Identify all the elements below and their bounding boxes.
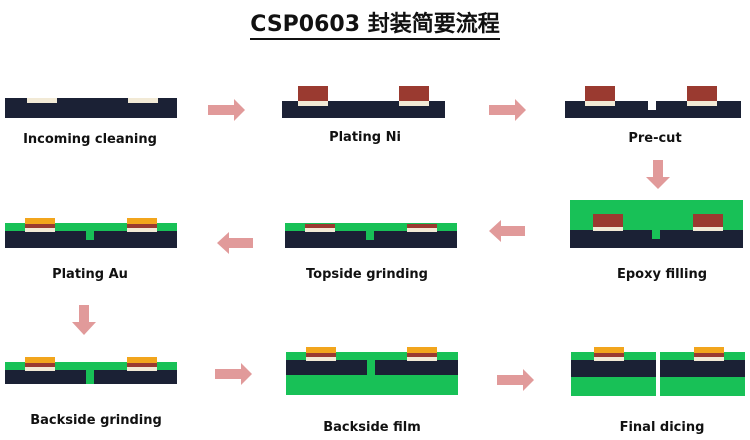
diagram-title-text: CSP0603 封装简要流程 xyxy=(250,12,500,40)
nickel-layer-right xyxy=(687,86,717,101)
gold-layer-left xyxy=(25,357,55,363)
arrow-right-icon xyxy=(208,99,245,121)
electrode-left xyxy=(25,228,55,232)
diagram-title: CSP0603 封装简要流程 xyxy=(0,6,750,40)
epoxy-thin-layer xyxy=(5,362,177,370)
epoxy-in-groove xyxy=(367,360,375,375)
electrode-right xyxy=(407,357,437,361)
electrode-right xyxy=(693,227,723,231)
diced-chip-right xyxy=(660,347,745,396)
step-label: Backside grinding xyxy=(30,413,162,428)
gold-layer-left xyxy=(25,218,55,224)
nickel-layer-right xyxy=(127,363,157,367)
step-pre-cut: Pre-cut xyxy=(565,86,741,146)
epoxy-in-groove xyxy=(652,230,660,239)
nickel-layer-right xyxy=(127,224,157,228)
electrode-left xyxy=(585,101,615,106)
gold-layer-right xyxy=(127,218,157,224)
epoxy-top-layer xyxy=(286,352,458,360)
gold-layer-left xyxy=(306,347,336,353)
arrow-right-icon xyxy=(215,363,252,385)
nickel-layer-left xyxy=(25,224,55,228)
step-incoming-cleaning: Incoming cleaning xyxy=(5,98,177,147)
arrow-right-icon xyxy=(497,369,534,391)
arrow-down-icon xyxy=(72,305,96,335)
arrow-left-icon xyxy=(217,232,253,254)
epoxy-thin-layer xyxy=(285,223,457,231)
electrode-right xyxy=(128,98,158,103)
nickel-layer-left xyxy=(585,86,615,101)
backside-film-layer xyxy=(571,377,656,396)
step-label: Topside grinding xyxy=(306,267,428,282)
nickel-layer-right xyxy=(407,224,437,228)
step-topside-grinding: Topside grinding xyxy=(285,223,457,282)
epoxy-in-groove xyxy=(86,231,94,240)
gold-layer xyxy=(694,347,724,353)
step-label: Final dicing xyxy=(620,420,705,435)
nickel-layer-left xyxy=(298,86,328,101)
electrode-left xyxy=(25,367,55,371)
electrode-right xyxy=(127,367,157,371)
step-plating-au: Plating Au xyxy=(5,218,177,282)
electrode-right xyxy=(399,101,429,106)
nickel-layer-right xyxy=(407,353,437,357)
step-backside-grinding: Backside grinding xyxy=(5,357,177,428)
epoxy-in-groove xyxy=(366,231,374,240)
electrode-left xyxy=(298,101,328,106)
nickel-layer-left xyxy=(305,224,335,228)
electrode-left xyxy=(27,98,57,103)
gold-layer-right xyxy=(127,357,157,363)
nickel-layer-right xyxy=(693,214,723,227)
backside-film-layer xyxy=(286,375,458,395)
step-plating-ni: Plating Ni xyxy=(282,86,445,145)
substrate xyxy=(660,360,745,377)
diced-chip-left xyxy=(571,347,656,396)
step-final-dicing: Final dicing xyxy=(571,347,745,435)
epoxy-thin-layer xyxy=(5,223,177,231)
electrode-left xyxy=(305,228,335,232)
gold-layer-right xyxy=(407,347,437,353)
step-label: Backside film xyxy=(323,420,421,435)
step-label: Plating Ni xyxy=(329,130,401,145)
arrow-left-icon xyxy=(489,220,525,242)
nickel-layer-left xyxy=(25,363,55,367)
step-label: Incoming cleaning xyxy=(23,132,157,147)
gold-layer xyxy=(594,347,624,353)
nickel-layer xyxy=(694,353,724,357)
electrode xyxy=(594,357,624,361)
backside-film-layer xyxy=(660,377,745,396)
step-label: Pre-cut xyxy=(628,131,681,146)
electrode-left xyxy=(306,357,336,361)
nickel-layer xyxy=(594,353,624,357)
arrow-down-icon xyxy=(646,160,670,189)
step-epoxy-filling: Epoxy filling xyxy=(570,200,743,282)
substrate xyxy=(571,360,656,377)
nickel-layer-left xyxy=(593,214,623,227)
step-backside-film: Backside film xyxy=(286,347,458,435)
step-label: Epoxy filling xyxy=(617,267,707,282)
pre-cut-groove xyxy=(648,101,656,110)
electrode-right xyxy=(127,228,157,232)
arrow-right-icon xyxy=(489,99,526,121)
nickel-layer-right xyxy=(399,86,429,101)
electrode xyxy=(694,357,724,361)
electrode-right xyxy=(687,101,717,106)
nickel-layer-left xyxy=(306,353,336,357)
epoxy-in-groove xyxy=(86,370,94,384)
electrode-left xyxy=(593,227,623,231)
electrode-right xyxy=(407,228,437,232)
step-label: Plating Au xyxy=(52,267,128,282)
